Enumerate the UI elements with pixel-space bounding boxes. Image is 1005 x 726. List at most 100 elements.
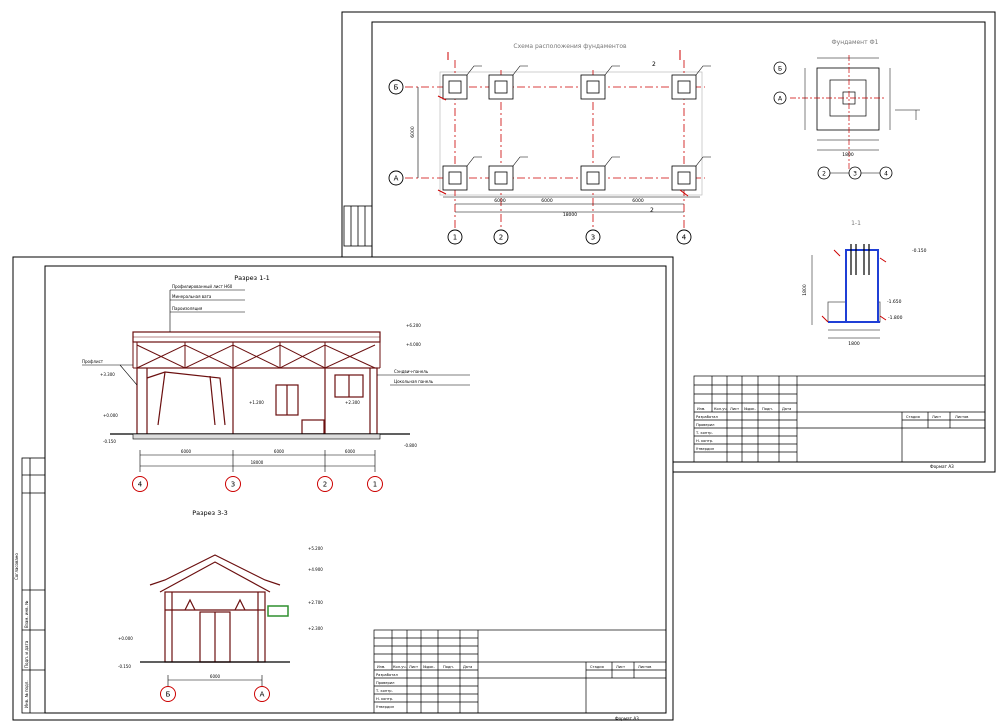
note-plinth: Цокольная панель	[394, 379, 434, 384]
section11-levels: +6.200 +4.000 +3.300 +2.300 +1.200 +0.00…	[100, 323, 421, 448]
axis11-bubble-1: 1	[367, 476, 383, 492]
axis-bubble-1: 1	[447, 229, 463, 245]
title-block-left	[373, 629, 667, 714]
section11-title: Разрез 1-1	[234, 274, 270, 282]
foundations-row-b	[442, 74, 697, 100]
axis11-label-4: 4	[138, 481, 143, 489]
foundation-plan: 6000 6000 6000 18000 6000 2 2 Б А 1	[388, 50, 711, 245]
tb-right-r4: Утвердил	[696, 447, 714, 451]
level11-4: +1.200	[249, 400, 264, 405]
axis11-label-3: 3	[231, 481, 235, 489]
plan-dim-total: 18000	[563, 212, 577, 218]
section-red-marks	[821, 249, 887, 323]
section-dims	[811, 255, 880, 339]
plan-dim-bay-c: 6000	[632, 198, 644, 204]
detail-axes	[790, 55, 885, 170]
axis33-bubble-a: А	[254, 686, 270, 702]
section11-dims	[139, 450, 376, 472]
side-label-1: Подп. и дата	[24, 640, 29, 668]
tb-right-sheets: Листов	[955, 415, 968, 419]
section33-levels: +5.200 +4.900 +2.700 +2.300 +0.000 -0.15…	[118, 546, 323, 669]
axis11-label-1: 1	[373, 481, 377, 489]
layer-label-1: Минеральная вата	[172, 294, 212, 299]
side-label-3: Согласовано	[14, 553, 19, 580]
tb-right-stage: Стадия	[906, 415, 920, 419]
detail-axis-label-b: Б	[778, 66, 782, 73]
title-block-right	[693, 375, 986, 463]
title-block-left-text: Изм. Кол.уч. Лист №док. Подп. Дата Разра…	[375, 665, 651, 721]
tb-left-r0: Разработал	[376, 673, 398, 677]
tb-right-h2: Лист	[730, 407, 739, 411]
plan-outline	[439, 71, 703, 196]
axis-bubble-4: 4	[676, 229, 692, 245]
tb-right-r0: Разработал	[696, 415, 718, 419]
note-profile: Профлист	[82, 359, 104, 364]
layer-label-2: Пароизоляция	[172, 306, 203, 311]
title-block-right-text: Изм. Кол.уч. Лист №док. Подп. Дата Разра…	[695, 407, 968, 469]
detail-dim-width: 1800	[842, 152, 854, 158]
axis-label-b: Б	[394, 84, 399, 92]
section-level-top: -0.150	[912, 248, 927, 254]
axis33-label-a: А	[260, 691, 265, 699]
plan-dim-bay-b: 6000	[541, 198, 553, 204]
detail-axis-bubble-a: А	[773, 91, 787, 105]
dim11-3: 18000	[251, 460, 264, 465]
section33-drawing: +5.200 +4.900 +2.700 +2.300 +0.000 -0.15…	[118, 546, 323, 702]
tb-right-h0: Изм.	[697, 407, 705, 411]
detail-axis-bubble-2: 2	[817, 166, 831, 180]
tb-left-h1: Кол.уч.	[393, 665, 407, 669]
axis-label-4: 4	[682, 234, 687, 242]
tb-right-h4: Подп.	[762, 407, 773, 411]
axis-bubble-b: Б	[388, 79, 404, 95]
axis-bubble-a: А	[388, 170, 404, 186]
axis33-label-b: Б	[166, 691, 171, 699]
tb-left-h4: Подп.	[443, 665, 454, 669]
section11-frame	[136, 367, 378, 435]
detail-title: Фундамент Ф1	[832, 39, 879, 46]
dim11-0: 6000	[181, 449, 192, 454]
tb-left-r1: Проверил	[376, 681, 394, 685]
axis-bubble-3: 3	[585, 229, 601, 245]
plan-dim-width: 6000	[410, 126, 416, 138]
detail-axis-bubble-b: Б	[773, 61, 787, 75]
axis11-bubble-3: 3	[225, 476, 241, 492]
tb-left-h2: Лист	[409, 665, 418, 669]
right-note-leaders	[82, 364, 470, 386]
tb-right-r2: Т. контр.	[695, 431, 713, 435]
tb-right-sheet: Лист	[932, 415, 941, 419]
level11-6: -0.150	[103, 439, 116, 444]
level11-1: +4.000	[406, 342, 421, 347]
detail-axis-label-3: 3	[853, 171, 857, 178]
plan-dimensions	[417, 87, 700, 213]
side-label-2: Инв. № подл.	[24, 680, 29, 708]
level11-5: +0.000	[103, 413, 118, 418]
axis33-bubble-b: Б	[160, 686, 176, 702]
tb-right-format: Формат А3	[930, 464, 954, 469]
side-strip-left	[21, 457, 46, 714]
detail-axis-bubble-4: 4	[879, 166, 893, 180]
section11-footing	[132, 433, 381, 440]
axis-label-a: А	[394, 175, 399, 183]
section-mark-top: 2	[652, 61, 656, 68]
section11-drawing: Профилированный лист Н60 Минеральная ват…	[82, 284, 470, 492]
side-label-0: Взам. инв. №	[24, 601, 29, 628]
detail-dims	[804, 57, 920, 151]
axis-bubble-2: 2	[493, 229, 509, 245]
section-dim-width: 1800	[848, 341, 860, 347]
note-sandwich: Сэндвич-панель	[394, 369, 429, 374]
level33-1: +4.900	[308, 567, 323, 572]
dim33-0: 6000	[210, 674, 221, 679]
section-level-bottom: -1.800	[888, 315, 903, 321]
tb-left-r2: Т. контр.	[375, 689, 393, 693]
foundation-detail: Фундамент Ф1 1800 Б	[773, 39, 920, 180]
tb-left-stage: Стадия	[590, 665, 604, 669]
side-strip-labels: Взам. инв. № Подп. и дата Инв. № подл. С…	[14, 553, 29, 708]
axis11-bubble-4: 4	[132, 476, 148, 492]
tb-left-r3: Н. контр.	[376, 697, 393, 701]
tb-left-h5: Дата	[463, 665, 472, 669]
section33-green-callout	[267, 605, 289, 617]
tb-right-h1: Кол.уч.	[714, 407, 728, 411]
section-level-mid: -1.650	[887, 299, 902, 305]
tb-left-r4: Утвердил	[376, 705, 394, 709]
tb-right-r1: Проверил	[696, 423, 714, 427]
